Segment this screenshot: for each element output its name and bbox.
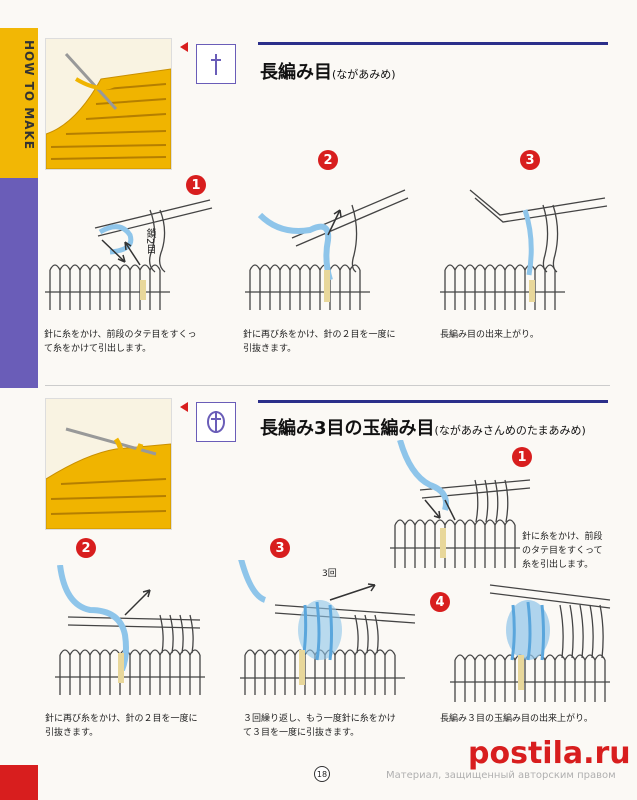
caption-line: て糸をかけて引出します。 — [44, 344, 152, 354]
caption-line: 引抜きます。 — [45, 728, 99, 738]
section1-title-rule — [258, 42, 608, 45]
puff-step4-diagram — [450, 584, 611, 702]
step-badge: 2 — [318, 150, 338, 170]
chain-label: 鎖2目 — [144, 228, 155, 255]
puff-step3-caption: ３回繰り返し、もう一度針に糸をかけ て３目を一度に引抜きます。 — [243, 712, 396, 740]
pointer-triangle — [180, 402, 188, 412]
caption-line: 引抜きます。 — [243, 344, 297, 354]
step3-diagram — [440, 189, 608, 310]
pointer-triangle — [180, 42, 188, 52]
step-badge: 3 — [270, 538, 290, 558]
copyright-watermark: Материал, защищенный авторским правом — [386, 770, 616, 781]
caption-line: 針に糸をかけ、前段のタテ目をすくっ — [44, 330, 197, 340]
caption-line: 糸を引出します。 — [522, 560, 594, 570]
puff-step3-diagram — [238, 560, 416, 695]
step-badge: 1 — [186, 175, 206, 195]
step3-caption: 長編み目の出来上がり。 — [440, 328, 539, 342]
step1-diagram — [45, 199, 213, 310]
photo-double-crochet — [45, 38, 172, 170]
caption-line: 針に糸をかけ、前段 — [522, 532, 603, 542]
double-crochet-symbol-icon — [196, 44, 236, 84]
caption-line: 針に再び糸をかけ、針の２目を一度に — [45, 714, 198, 724]
sidebar-purple-block — [0, 178, 38, 388]
puff-stitch-symbol-icon — [196, 402, 236, 442]
caption-line: のタテ目をすくって — [522, 546, 603, 556]
puff-step2-diagram — [55, 565, 205, 695]
step-badge: 3 — [520, 150, 540, 170]
photo-puff-stitch — [45, 398, 172, 530]
caption-line: 長編み目の出来上がり。 — [440, 330, 539, 340]
section1-title: 長編み目(ながあみめ) — [260, 58, 396, 84]
section2-title-rule — [258, 400, 608, 403]
postila-logo[interactable]: postila.ru — [468, 736, 631, 771]
puff-step1-caption: 針に糸をかけ、前段 のタテ目をすくって 糸を引出します。 — [522, 530, 603, 572]
caption-line: て３目を一度に引抜きます。 — [243, 728, 360, 738]
section2-title-text: 長編み3目の玉編み目 — [260, 418, 435, 439]
step-badge: 1 — [512, 447, 532, 467]
sidebar-label: HOW TO MAKE — [22, 40, 36, 150]
puff-step2-caption: 針に再び糸をかけ、針の２目を一度に 引抜きます。 — [45, 712, 198, 740]
puff-step1-diagram — [390, 440, 531, 568]
page-number: 18 — [314, 766, 330, 782]
repeat-label: 3回 — [322, 569, 337, 579]
caption-line: 長編み３目の玉編み目の出来上がり。 — [440, 714, 593, 724]
step-badge: 2 — [76, 538, 96, 558]
step-badge: 4 — [430, 592, 450, 612]
caption-line: 針に再び糸をかけ、針の２目を一度に — [243, 330, 396, 340]
sidebar-yellow-block — [0, 28, 38, 178]
section1-reading: (ながあみめ) — [332, 68, 396, 81]
section1-title-text: 長編み目 — [260, 62, 332, 83]
section-divider — [45, 385, 610, 386]
step1-caption: 針に糸をかけ、前段のタテ目をすくっ て糸をかけて引出します。 — [44, 328, 197, 356]
section2-reading: (ながあみさんめのたまあみめ) — [434, 424, 586, 437]
puff-step4-caption: 長編み３目の玉編み目の出来上がり。 — [440, 712, 593, 726]
caption-line: ３回繰り返し、もう一度針に糸をかけ — [243, 714, 396, 724]
step2-caption: 針に再び糸をかけ、針の２目を一度に 引抜きます。 — [243, 328, 396, 356]
sidebar-red-block — [0, 765, 38, 800]
step2-diagram — [245, 189, 409, 310]
section2-title: 長編み3目の玉編み目(ながあみさんめのたまあみめ) — [260, 414, 586, 440]
